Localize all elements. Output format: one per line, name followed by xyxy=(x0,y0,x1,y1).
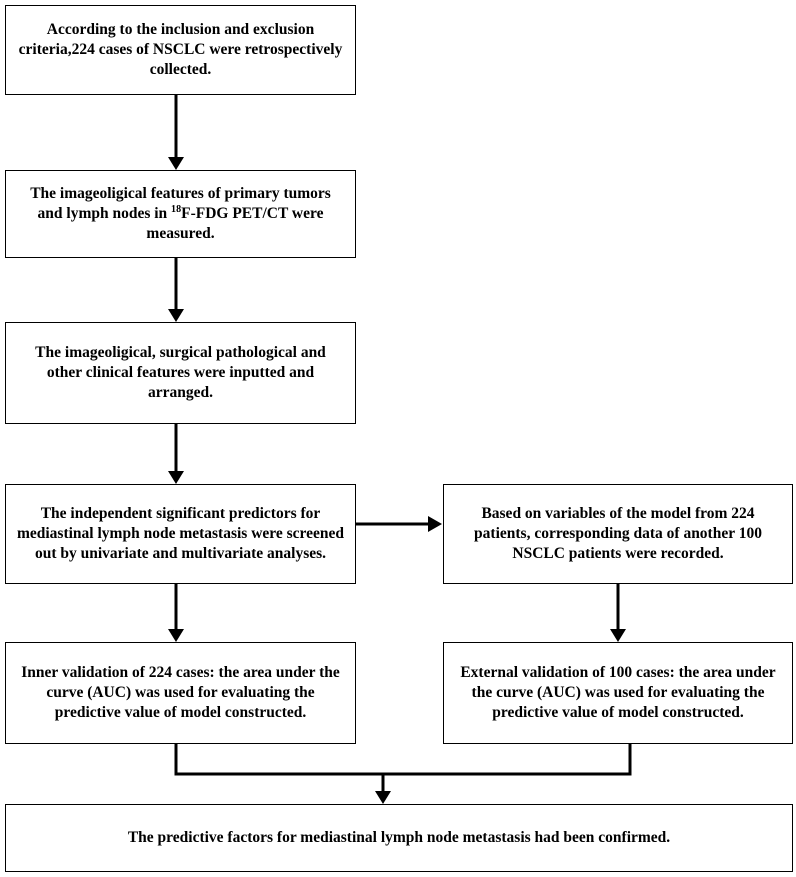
final-text: The predictive factors for mediastinal l… xyxy=(127,828,671,846)
merge-line xyxy=(174,744,632,776)
step2-text-pre: The imageoligical features of primary tu… xyxy=(30,184,331,222)
box-external-validation: External validation of 100 cases: the ar… xyxy=(443,642,793,744)
box-step1-inclusion: According to the inclusion and exclusion… xyxy=(5,5,356,95)
inner-validation-text: Inner validation of 224 cases: the area … xyxy=(21,663,340,722)
external-validation-text: External validation of 100 cases: the ar… xyxy=(460,663,776,722)
box-step5-another-patients: Based on variables of the model from 224… xyxy=(443,484,793,584)
step2-text-post: F-FDG PET/CT were measured. xyxy=(146,204,324,243)
box-inner-validation: Inner validation of 224 cases: the area … xyxy=(5,642,356,744)
step4-text: The independent significant predictors f… xyxy=(16,504,345,563)
arrowhead-final xyxy=(375,791,391,804)
step5-text: Based on variables of the model from 224… xyxy=(474,504,762,563)
box-step2-features: The imageoligical features of primary tu… xyxy=(5,170,356,258)
arrowhead-step4 xyxy=(168,471,184,484)
arrowhead-step2 xyxy=(168,157,184,170)
step1-text: According to the inclusion and exclusion… xyxy=(18,20,343,79)
box-step4-predictors: The independent significant predictors f… xyxy=(5,484,356,584)
box-final-confirmed: The predictive factors for mediastinal l… xyxy=(5,804,793,872)
step3-text: The imageoligical, surgical pathological… xyxy=(35,343,326,402)
arrowhead-external xyxy=(610,629,626,642)
step2-superscript: 18 xyxy=(171,203,182,215)
arrowhead-step3 xyxy=(168,309,184,322)
step2-text: The imageoligical features of primary tu… xyxy=(16,184,345,244)
arrowhead-inner xyxy=(168,629,184,642)
box-step3-arranged: The imageoligical, surgical pathological… xyxy=(5,322,356,424)
arrowhead-right xyxy=(428,516,442,532)
